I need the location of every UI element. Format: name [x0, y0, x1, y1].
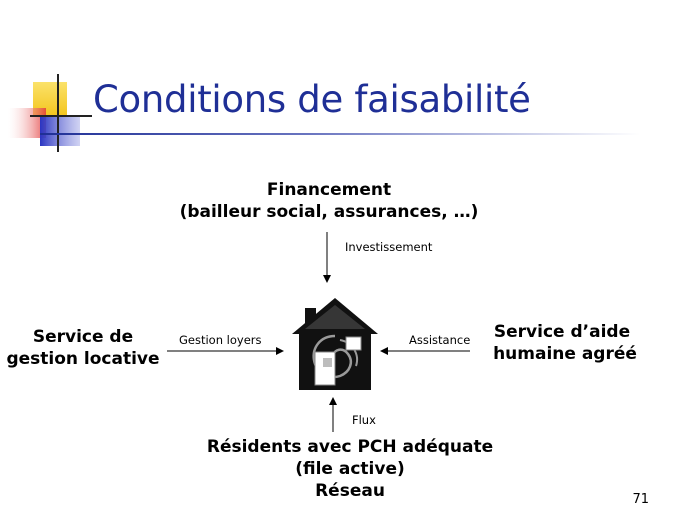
residents-node-line3: Réseau: [315, 481, 385, 501]
care-service-node-line1: Service d’aide: [493, 322, 631, 342]
arrow-label-left: Gestion loyers: [179, 333, 262, 347]
residents-node-line1: Résidents avec PCH adéquate: [206, 437, 494, 457]
rental-management-node-line2: gestion locative: [6, 349, 160, 369]
arrow-label-top: Investissement: [345, 240, 433, 254]
rental-management-node-line1: Service de: [32, 327, 134, 347]
care-service-node-line2: humaine agréé: [493, 344, 637, 364]
arrow-label-right: Assistance: [409, 333, 471, 347]
rental-management-node: Service de gestion locative: [2, 326, 164, 370]
house-icon: [292, 298, 378, 390]
residents-node-line2: (file active): [295, 459, 405, 479]
financing-node: Financement (bailleur social, assurances…: [170, 179, 488, 223]
residents-node: Résidents avec PCH adéquate (file active…: [190, 436, 510, 502]
financing-node-line1: Financement: [266, 180, 392, 200]
page-title: Conditions de faisabilité: [93, 78, 531, 121]
title-decoration-icon: [8, 74, 92, 152]
financing-node-line2: (bailleur social, assurances, …): [179, 202, 479, 222]
care-service-node: Service d’aide humaine agréé: [482, 321, 642, 365]
title-underline: [40, 133, 640, 135]
arrow-label-bottom: Flux: [352, 413, 376, 427]
page-number: 71: [632, 492, 649, 507]
